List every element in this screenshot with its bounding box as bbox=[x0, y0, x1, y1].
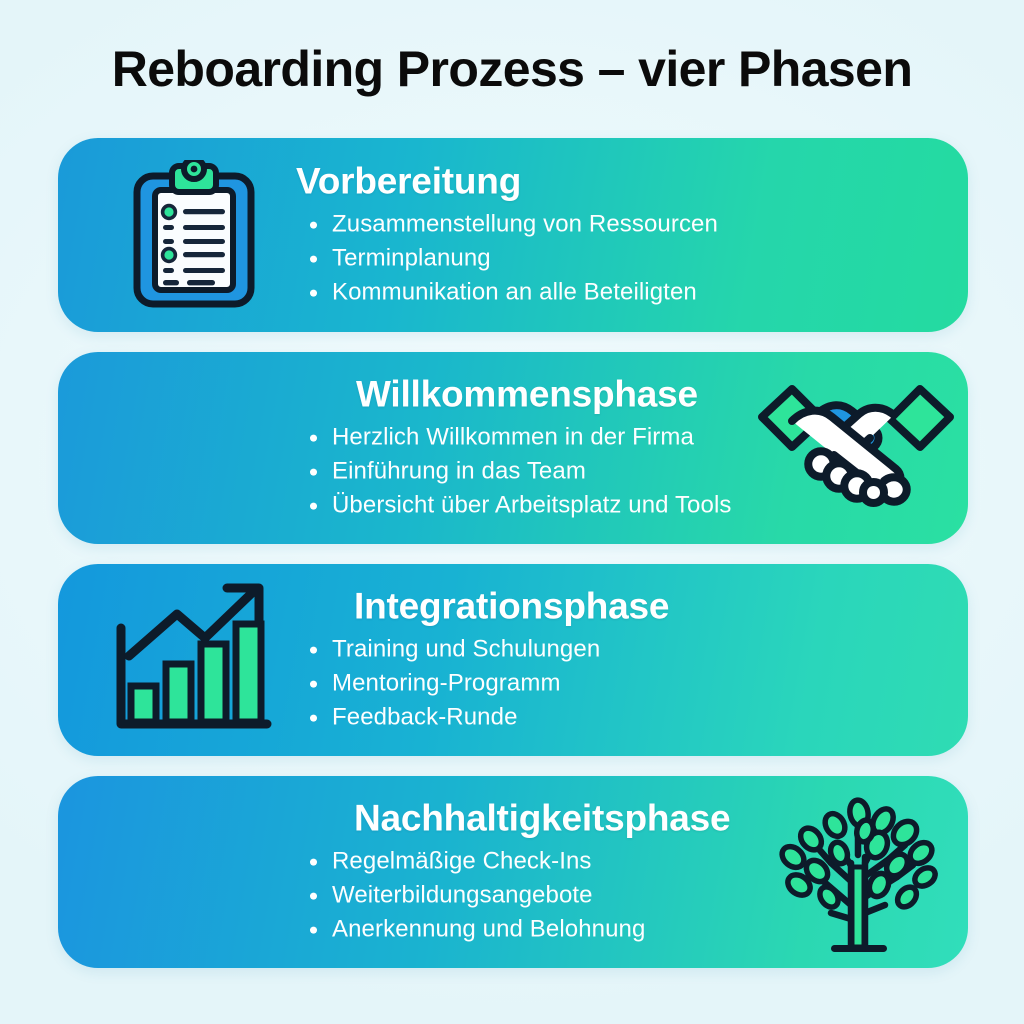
list-item: Herzlich Willkommen in der Firma bbox=[309, 420, 731, 454]
card-heading: Vorbereitung bbox=[296, 160, 522, 202]
card-heading: Nachhaltigkeitsphase bbox=[354, 797, 731, 839]
list-item: Training und Schulungen bbox=[309, 632, 669, 666]
list-item: Mentoring-Programm bbox=[309, 666, 669, 700]
card-heading: Willkommensphase bbox=[356, 373, 698, 415]
phase-card-text-nachhaltigkeitsphase: Nachhaltigkeitsphase Regelmäßige Check-I… bbox=[296, 797, 731, 947]
card-bullet-list: Zusammenstellung von Ressourcen Terminpl… bbox=[296, 207, 718, 309]
list-item: Einführung in das Team bbox=[309, 454, 731, 488]
page-title: Reboarding Prozess – vier Phasen bbox=[111, 41, 913, 97]
list-item: Anerkennung und Belohnung bbox=[309, 912, 730, 946]
list-item: Feedback-Runde bbox=[309, 700, 669, 734]
handshake-icon bbox=[753, 352, 958, 544]
card-bullet-list: Training und Schulungen Mentoring-Progra… bbox=[296, 632, 669, 734]
list-item: Regelmäßige Check-Ins bbox=[309, 844, 730, 878]
phase-card-text-willkommensphase: Willkommensphase Herzlich Willkommen in … bbox=[296, 374, 731, 523]
list-item: Kommunikation an alle Beteiligten bbox=[310, 275, 718, 309]
phase-card-text-vorbereitung: Vorbereitung Zusammenstellung von Ressou… bbox=[296, 161, 718, 310]
tree-icon bbox=[768, 776, 948, 968]
phase-card-integrationsphase[interactable]: Integrationsphase Training und Schulunge… bbox=[58, 564, 968, 756]
phase-card-vorbereitung[interactable]: Vorbereitung Zusammenstellung von Ressou… bbox=[58, 138, 968, 332]
clipboard-checklist-icon bbox=[114, 138, 274, 332]
phase-card-willkommensphase[interactable]: Willkommensphase Herzlich Willkommen in … bbox=[58, 352, 968, 544]
card-heading: Integrationsphase bbox=[354, 585, 670, 627]
list-item: Terminplanung bbox=[310, 241, 718, 275]
phase-card-nachhaltigkeitsphase[interactable]: Nachhaltigkeitsphase Regelmäßige Check-I… bbox=[58, 776, 968, 968]
card-bullet-list: Herzlich Willkommen in der Firma Einführ… bbox=[296, 420, 731, 522]
card-bullet-list: Regelmäßige Check-Ins Weiterbildungsange… bbox=[296, 844, 730, 946]
growth-bar-chart-icon bbox=[94, 564, 284, 756]
list-item: Weiterbildungsangebote bbox=[309, 878, 730, 912]
list-item: Zusammenstellung von Ressourcen bbox=[310, 207, 718, 241]
phase-card-text-integrationsphase: Integrationsphase Training und Schulunge… bbox=[296, 586, 669, 735]
phase-card-list: Vorbereitung Zusammenstellung von Ressou… bbox=[58, 138, 968, 968]
list-item: Übersicht über Arbeitsplatz und Tools bbox=[309, 488, 731, 522]
